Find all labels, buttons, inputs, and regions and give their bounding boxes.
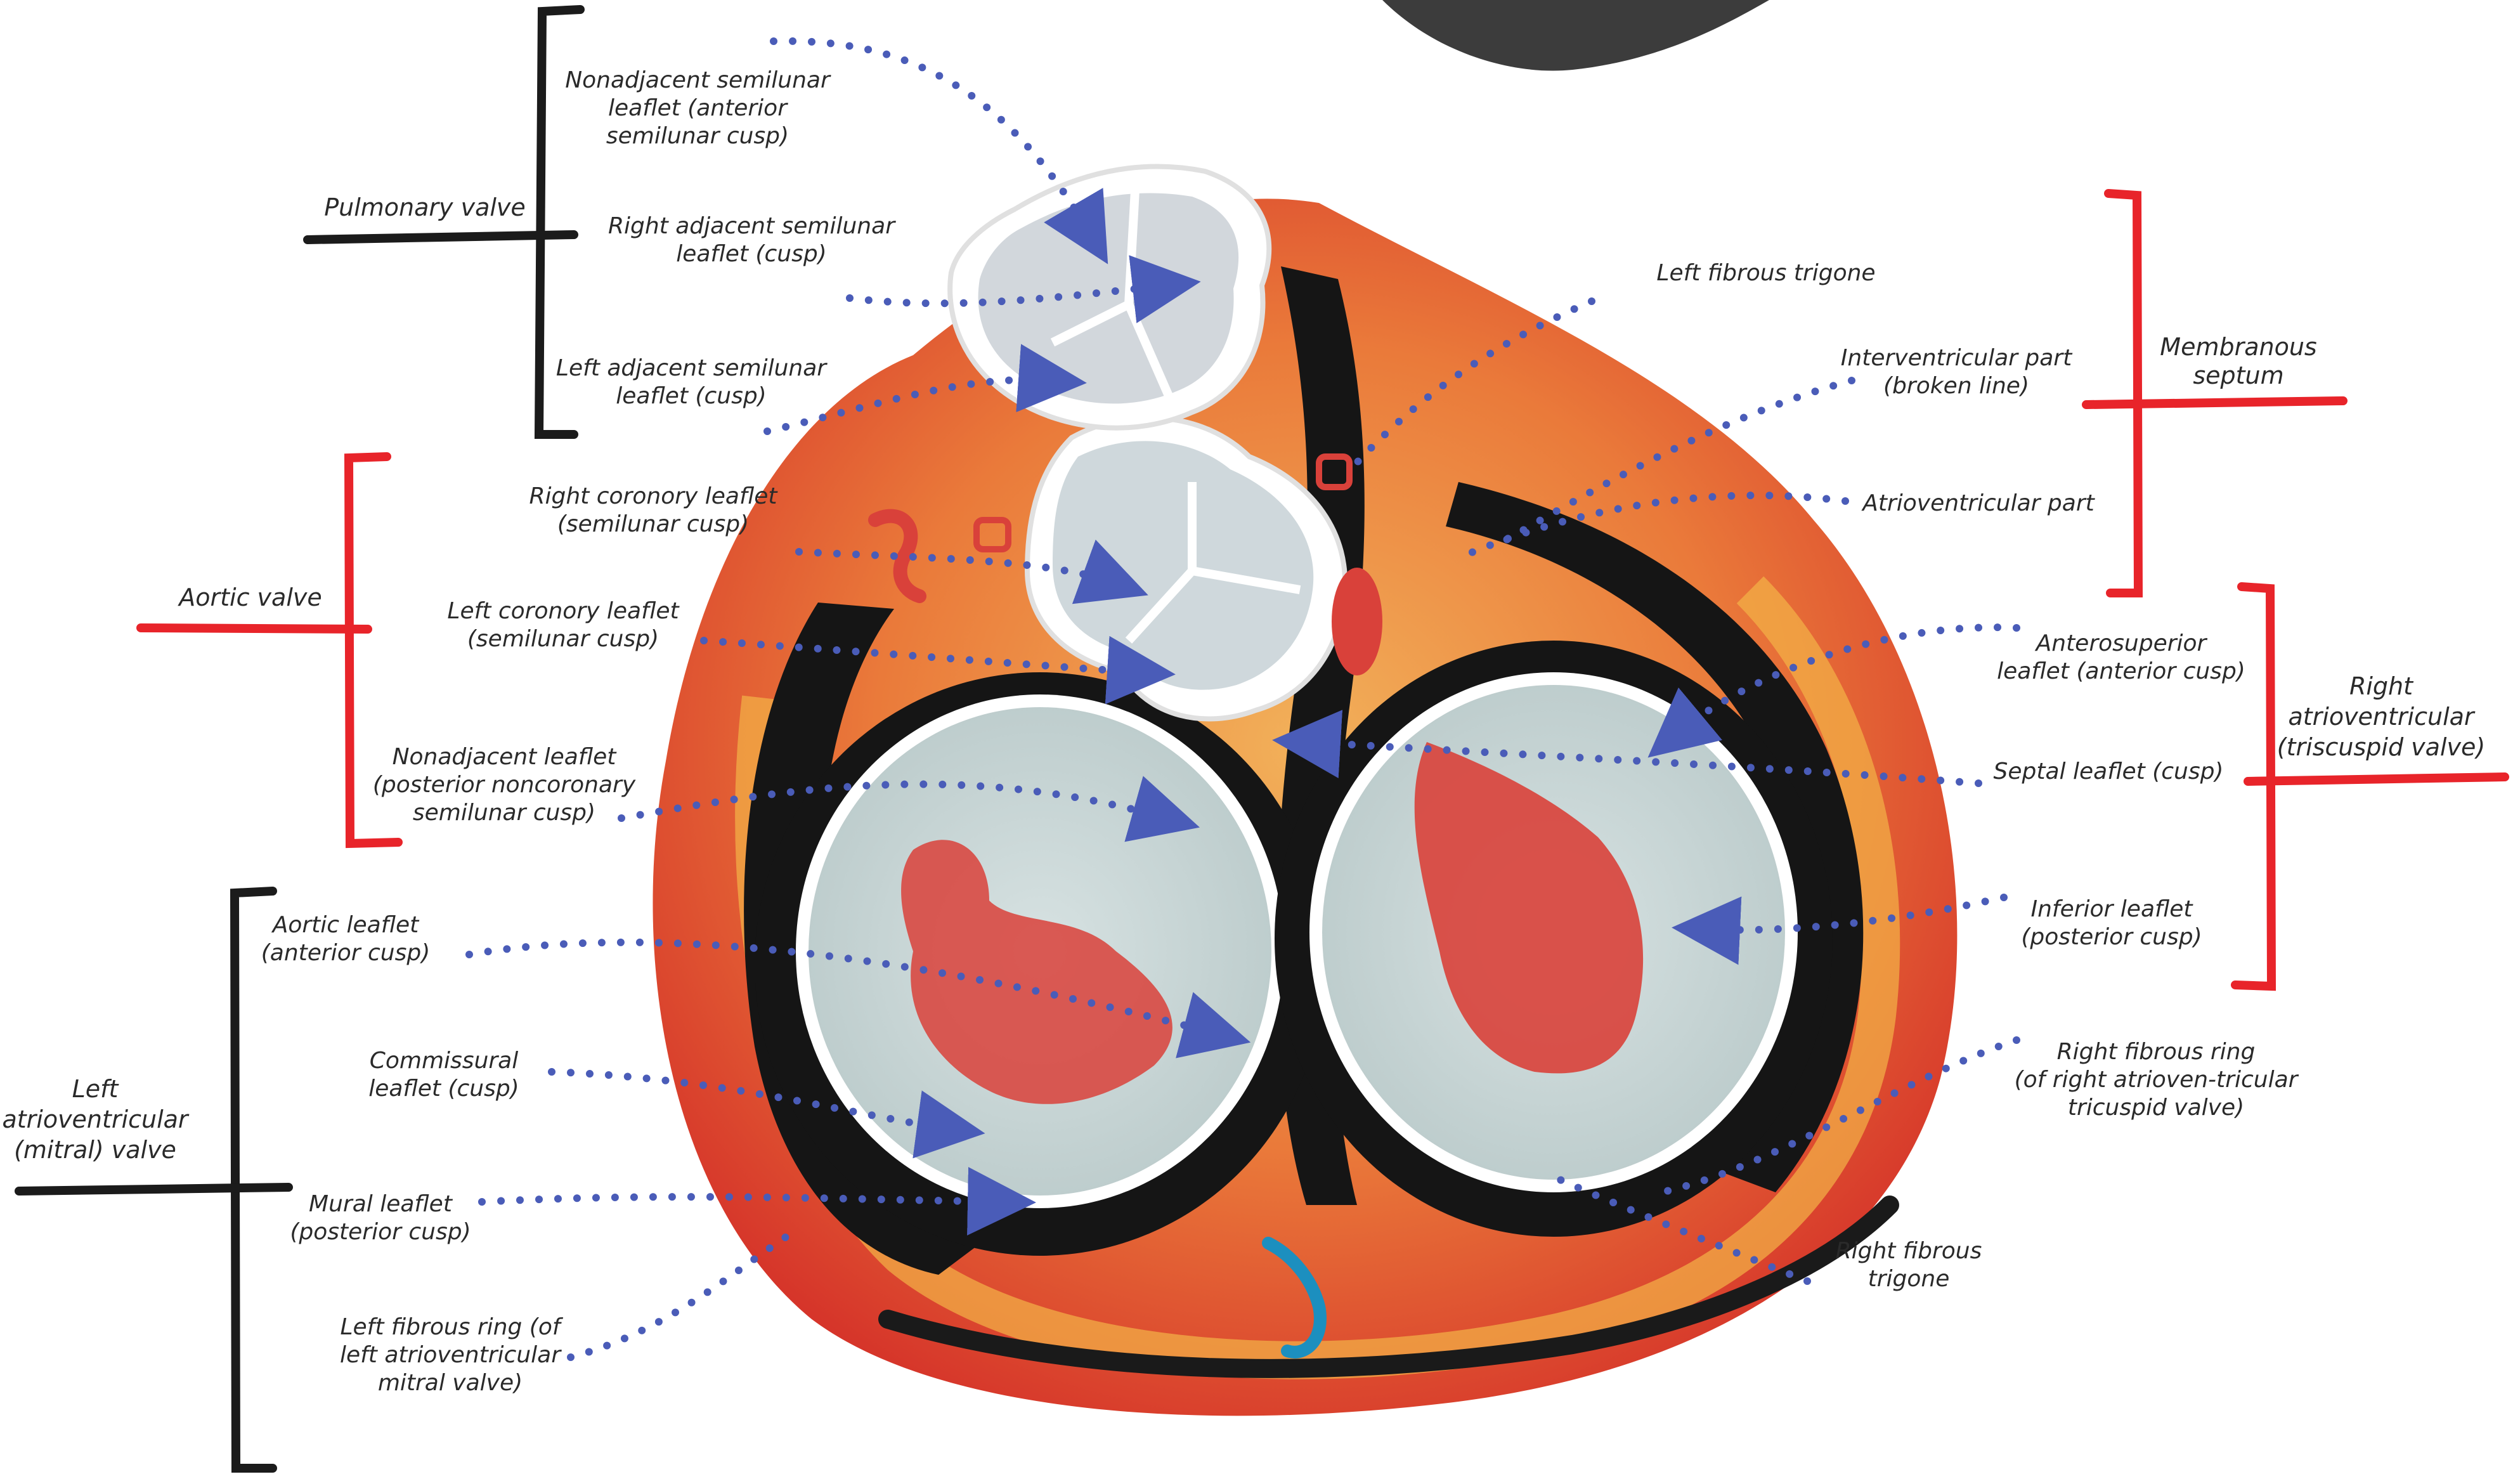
label-left-adjacent-line1: Left adjacent semilunar — [556, 355, 828, 381]
mitral-valve — [755, 672, 1325, 1256]
group-aortic-valve: Aortic valve — [177, 583, 322, 611]
label-anterosuperior-line1: Anterosuperior — [2035, 630, 2208, 656]
label-mural-line1: Mural leaflet — [309, 1191, 453, 1217]
label-nonadjacent-semilunar-line1: Nonadjacent semilunar — [565, 67, 831, 93]
group-right-av-line3: (triscuspid valve) — [2277, 733, 2485, 761]
group-membranous-line2: septum — [2193, 362, 2283, 389]
label-left-fibrous-ring: Left fibrous ring (of left atrioventricu… — [340, 1314, 564, 1396]
label-right-coronary-line1: Right coronory leaflet — [529, 483, 778, 509]
label-inferior-line1: Inferior leaflet — [2030, 896, 2193, 922]
heart-cross-section — [653, 167, 1957, 1416]
label-left-coronary: Left coronory leaflet (semilunar cusp) — [447, 598, 680, 652]
group-left-av-line1: Left — [72, 1075, 120, 1103]
label-right-coronary: Right coronory leaflet (semilunar cusp) — [529, 483, 778, 537]
label-right-adjacent: Right adjacent semilunar leaflet (cusp) — [608, 213, 896, 267]
label-left-coronary-line2: (semilunar cusp) — [467, 626, 659, 652]
group-membranous-line1: Membranous — [2160, 333, 2316, 361]
tricuspid-bracket — [2235, 587, 2505, 986]
group-left-av-line2: atrioventricular — [2, 1105, 189, 1133]
label-left-fibrous-ring-line2: left atrioventricular — [340, 1342, 562, 1368]
label-right-fibrous-ring: Right fibrous ring (of right atrioven-tr… — [2015, 1039, 2299, 1121]
label-septal-leaflet: Septal leaflet (cusp) — [1994, 759, 2224, 785]
label-anterosuperior: Anterosuperior leaflet (anterior cusp) — [1997, 630, 2245, 684]
label-aortic-leaflet-line1: Aortic leaflet — [271, 912, 420, 938]
label-left-adjacent-line2: leaflet (cusp) — [616, 383, 766, 409]
label-right-adjacent-line2: leaflet (cusp) — [676, 241, 826, 267]
label-right-fibrous-ring-line2: (of right atrioven-tricular — [2015, 1067, 2299, 1093]
pulmonary-bracket — [308, 10, 580, 434]
label-interventricular-line2: (broken line) — [1883, 373, 2029, 399]
group-pulmonary-valve: Pulmonary valve — [324, 193, 526, 221]
label-nonadjacent-semilunar-line2: leaflet (anterior — [608, 95, 788, 121]
label-right-coronary-line2: (semilunar cusp) — [557, 511, 749, 537]
label-aortic-leaflet: Aortic leaflet (anterior cusp) — [261, 912, 431, 966]
label-right-fibrous-trigone-line2: trigone — [1868, 1266, 1950, 1292]
pulmonary-valve-shape — [950, 167, 1269, 428]
label-left-fibrous-trigone: Left fibrous trigone — [1656, 260, 1875, 286]
label-nonadjacent-leaflet-line1: Nonadjacent leaflet — [393, 744, 618, 770]
tricuspid-valve — [1275, 641, 1833, 1237]
label-left-fibrous-ring-line3: mitral valve) — [378, 1370, 523, 1396]
label-anterosuperior-line2: leaflet (anterior cusp) — [1997, 658, 2245, 684]
label-left-fibrous-ring-line1: Left fibrous ring (of — [340, 1314, 563, 1340]
label-aortic-leaflet-line2: (anterior cusp) — [261, 940, 431, 966]
label-right-adjacent-line1: Right adjacent semilunar — [608, 213, 896, 239]
label-inferior: Inferior leaflet (posterior cusp) — [2021, 896, 2202, 950]
label-commissural-line1: Commissural — [370, 1048, 519, 1074]
label-mural-line2: (posterior cusp) — [290, 1219, 471, 1245]
label-inferior-line2: (posterior cusp) — [2021, 924, 2202, 950]
label-nonadjacent-leaflet: Nonadjacent leaflet (posterior noncorona… — [373, 744, 636, 826]
label-nonadjacent-semilunar: Nonadjacent semilunar leaflet (anterior … — [565, 67, 831, 149]
aortic-bracket — [141, 457, 398, 844]
label-mural: Mural leaflet (posterior cusp) — [290, 1191, 471, 1245]
label-nonadjacent-leaflet-line3: semilunar cusp) — [413, 800, 595, 826]
label-right-fibrous-ring-line1: Right fibrous ring — [2057, 1039, 2256, 1065]
label-atrioventricular-part: Atrioventricular part — [1861, 490, 2095, 516]
membranous-septum-red — [1332, 568, 1382, 675]
label-left-coronary-line1: Left coronory leaflet — [447, 598, 680, 624]
label-right-fibrous-trigone-line1: Right fibrous — [1836, 1238, 1982, 1264]
group-right-av-line1: Right — [2349, 672, 2414, 700]
label-right-fibrous-trigone: Right fibrous trigone — [1836, 1238, 1982, 1292]
label-commissural: Commissural leaflet (cusp) — [368, 1048, 519, 1102]
label-nonadjacent-leaflet-line2: (posterior noncoronary — [373, 772, 636, 798]
label-nonadjacent-semilunar-line3: semilunar cusp) — [606, 123, 789, 149]
label-commissural-line2: leaflet (cusp) — [368, 1076, 519, 1102]
label-right-fibrous-ring-line3: tricuspid valve) — [2068, 1095, 2244, 1121]
label-interventricular-line1: Interventricular part — [1841, 345, 2073, 371]
label-interventricular: Interventricular part (broken line) — [1841, 345, 2073, 399]
membranous-bracket — [2086, 193, 2343, 593]
group-right-av-line2: atrioventricular — [2288, 703, 2475, 731]
mitral-bracket — [19, 891, 289, 1468]
group-left-av-line3: (mitral) valve — [14, 1136, 176, 1164]
adjacent-organ-shape — [1382, 0, 1769, 71]
label-left-adjacent: Left adjacent semilunar leaflet (cusp) — [556, 355, 828, 409]
